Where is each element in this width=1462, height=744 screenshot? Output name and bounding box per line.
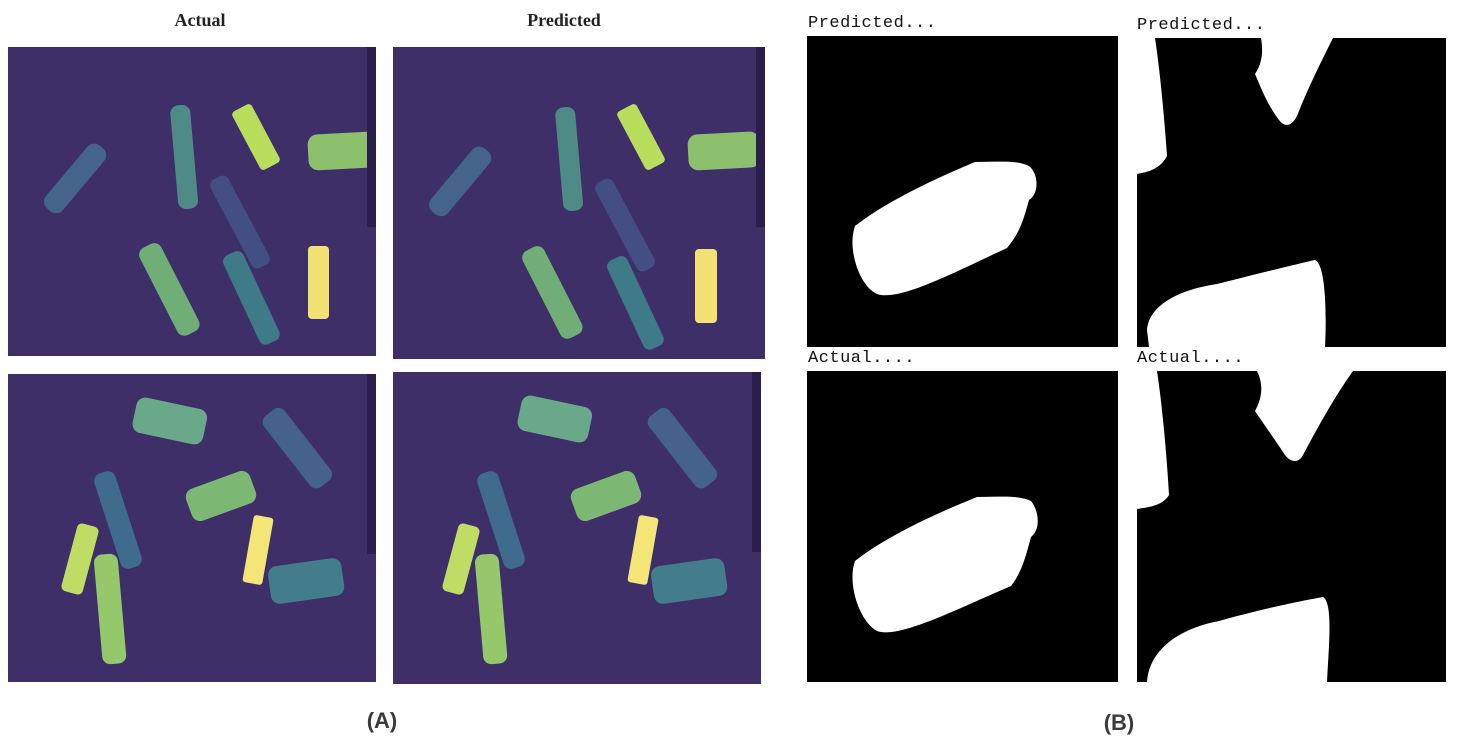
mask-title-actual-left: Actual....	[808, 349, 916, 368]
mask-predicted-left	[807, 36, 1118, 347]
column-title-actual: Actual	[174, 10, 226, 30]
mask-actual-right	[1137, 371, 1446, 682]
mask-title-predicted-right: Predicted...	[1137, 16, 1266, 35]
mask-predicted-right	[1137, 38, 1446, 347]
segmentation-predicted-top	[393, 47, 765, 359]
segmentation-predicted-bottom	[393, 372, 761, 684]
mask-title-actual-right: Actual....	[1137, 349, 1245, 368]
mask-title-predicted-left: Predicted...	[808, 14, 937, 33]
column-title-predicted: Predicted	[527, 10, 601, 30]
figure-label-b: (B)	[1103, 710, 1135, 735]
segmentation-actual-bottom	[8, 374, 376, 682]
figure-label-a: (A)	[366, 708, 398, 733]
segmentation-actual-top	[8, 47, 376, 356]
mask-actual-left	[807, 371, 1118, 682]
